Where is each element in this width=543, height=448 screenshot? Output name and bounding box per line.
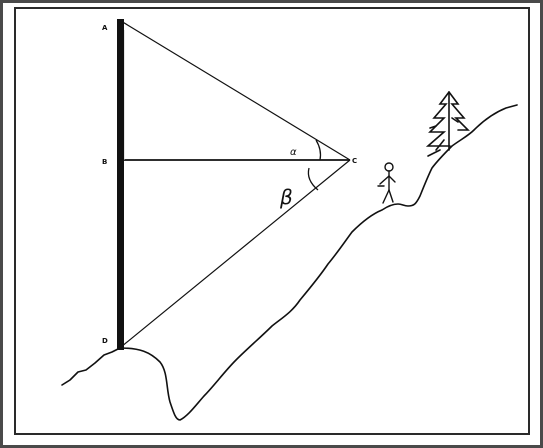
point-label-observer: C: [352, 157, 357, 165]
tree-icon: [425, 91, 470, 157]
angle-label-beta: β: [279, 185, 293, 209]
angle-beta-arc: [307, 167, 319, 191]
person-icon: [377, 162, 396, 204]
sight-line-to-bottom: [120, 159, 351, 348]
sight-line-to-top: [120, 20, 351, 161]
point-label-bottom: D: [102, 337, 108, 345]
angle-alpha-arc: [315, 139, 322, 161]
angle-label-alpha: α: [290, 147, 297, 158]
point-label-middle: B: [102, 158, 107, 166]
tower-pole: [117, 19, 124, 350]
terrain-outline: [61, 104, 518, 421]
point-label-top: A: [102, 24, 108, 32]
figure-inner-frame: [14, 7, 530, 435]
